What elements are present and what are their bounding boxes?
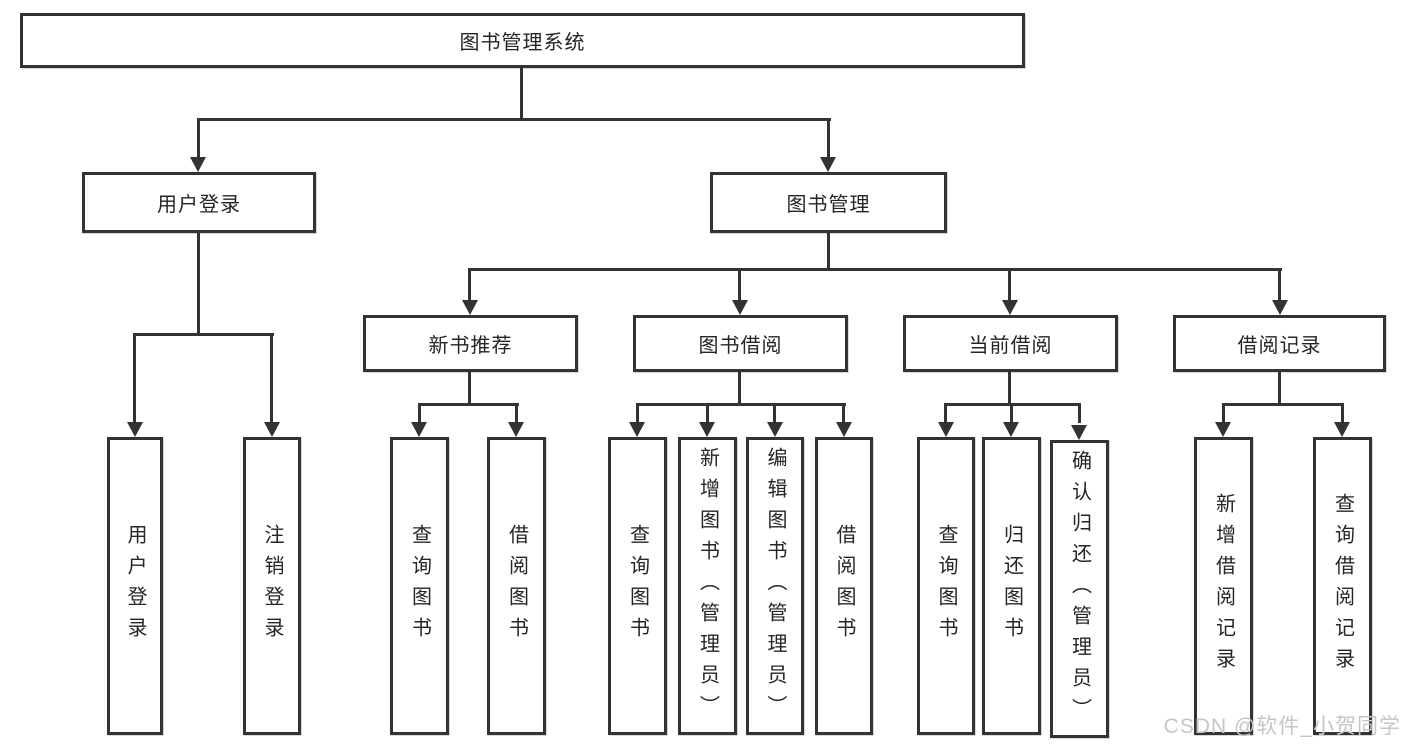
node-new-book-recommend: 新书推荐 xyxy=(363,315,578,372)
connector-root-stem xyxy=(520,68,523,120)
arrowhead-add-book-admin xyxy=(699,422,715,437)
arrowhead-query-borrow-record xyxy=(1334,422,1350,437)
connector-book-management-bar xyxy=(468,268,1282,271)
connector-arrow-return-book-stem xyxy=(1010,403,1013,423)
arrowhead-add-borrow-record xyxy=(1215,422,1231,437)
connector-arrow-new-book-stem xyxy=(468,268,471,301)
connector-new-book-stem xyxy=(468,372,471,406)
arrowhead-query-book-borrow xyxy=(629,422,645,437)
connector-current-borrow-stem xyxy=(1008,372,1011,406)
connector-new-book-bar xyxy=(418,403,519,406)
leaf-add-borrow-record: 新增借阅记录 xyxy=(1194,437,1253,735)
leaf-query-book-borrow: 查询图书 xyxy=(608,437,667,735)
connector-arrow-logout-stem xyxy=(270,333,273,423)
arrowhead-query-book-recommend xyxy=(411,422,427,437)
leaf-query-borrow-record: 查询借阅记录 xyxy=(1313,437,1372,735)
connector-arrow-user-login-leaf-stem xyxy=(133,333,136,423)
arrowhead-user-login-leaf xyxy=(127,422,143,437)
arrowhead-book-borrow xyxy=(732,300,748,315)
arrowhead-borrow-book-borrow xyxy=(836,422,852,437)
connector-arrow-add-record-stem xyxy=(1222,403,1225,423)
arrowhead-user-login xyxy=(190,157,206,172)
arrowhead-query-book-current xyxy=(938,422,954,437)
connector-arrow-query-recommend-stem xyxy=(418,403,421,423)
leaf-query-book-recommend: 查询图书 xyxy=(390,437,449,735)
connector-root-bar xyxy=(197,118,831,121)
connector-borrow-record-bar xyxy=(1222,403,1344,406)
csdn-watermark: CSDN @软件_小贺同学 xyxy=(1163,715,1401,738)
connector-user-login-stem xyxy=(197,233,200,335)
connector-arrow-query-record-stem xyxy=(1341,403,1344,423)
node-book-borrow: 图书借阅 xyxy=(633,315,848,372)
connector-arrow-query-current-stem xyxy=(944,403,947,423)
leaf-user-login: 用户登录 xyxy=(107,437,163,735)
connector-book-management-stem xyxy=(827,233,830,271)
connector-book-borrow-stem xyxy=(738,372,741,406)
connector-book-borrow-bar xyxy=(636,403,846,406)
connector-arrow-add-book-stem xyxy=(706,403,709,423)
arrowhead-book-management xyxy=(820,157,836,172)
leaf-edit-book-admin: 编辑图书（管理员） xyxy=(746,437,804,735)
connector-arrow-user-login-stem xyxy=(197,118,200,158)
leaf-borrow-book-recommend: 借阅图书 xyxy=(487,437,546,735)
node-borrow-record: 借阅记录 xyxy=(1173,315,1386,372)
leaf-logout: 注销登录 xyxy=(243,437,301,735)
arrowhead-edit-book-admin xyxy=(767,422,783,437)
leaf-return-book: 归还图书 xyxy=(982,437,1041,735)
connector-arrow-edit-book-stem xyxy=(773,403,776,423)
arrowhead-confirm-return-admin xyxy=(1071,425,1087,440)
node-current-borrow: 当前借阅 xyxy=(903,315,1118,372)
connector-arrow-current-borrow-stem xyxy=(1008,268,1011,301)
arrowhead-logout xyxy=(264,422,280,437)
connector-arrow-book-management-stem xyxy=(827,118,830,158)
arrowhead-borrow-record xyxy=(1272,300,1288,315)
leaf-borrow-book-borrow: 借阅图书 xyxy=(815,437,873,735)
connector-borrow-record-stem xyxy=(1278,372,1281,406)
connector-arrow-book-borrow-stem xyxy=(738,268,741,301)
leaf-confirm-return-admin: 确认归还（管理员） xyxy=(1050,440,1109,738)
leaf-query-book-current: 查询图书 xyxy=(917,437,975,735)
arrowhead-new-book-recommend xyxy=(462,300,478,315)
arrowhead-return-book xyxy=(1003,422,1019,437)
node-library-management-system: 图书管理系统 xyxy=(20,13,1025,68)
arrowhead-borrow-book-recommend xyxy=(508,422,524,437)
node-user-login: 用户登录 xyxy=(82,172,316,233)
connector-arrow-borrow-recommend-stem xyxy=(515,403,518,423)
connector-user-login-bar xyxy=(134,333,274,336)
connector-arrow-query-borrow-stem xyxy=(636,403,639,423)
connector-arrow-confirm-return-stem xyxy=(1078,403,1081,423)
connector-arrow-borrow-record-stem xyxy=(1278,268,1281,301)
arrowhead-current-borrow xyxy=(1002,300,1018,315)
connector-arrow-borrow-book-stem xyxy=(842,403,845,423)
leaf-add-book-admin: 新增图书（管理员） xyxy=(678,437,737,735)
node-book-management: 图书管理 xyxy=(710,172,947,233)
